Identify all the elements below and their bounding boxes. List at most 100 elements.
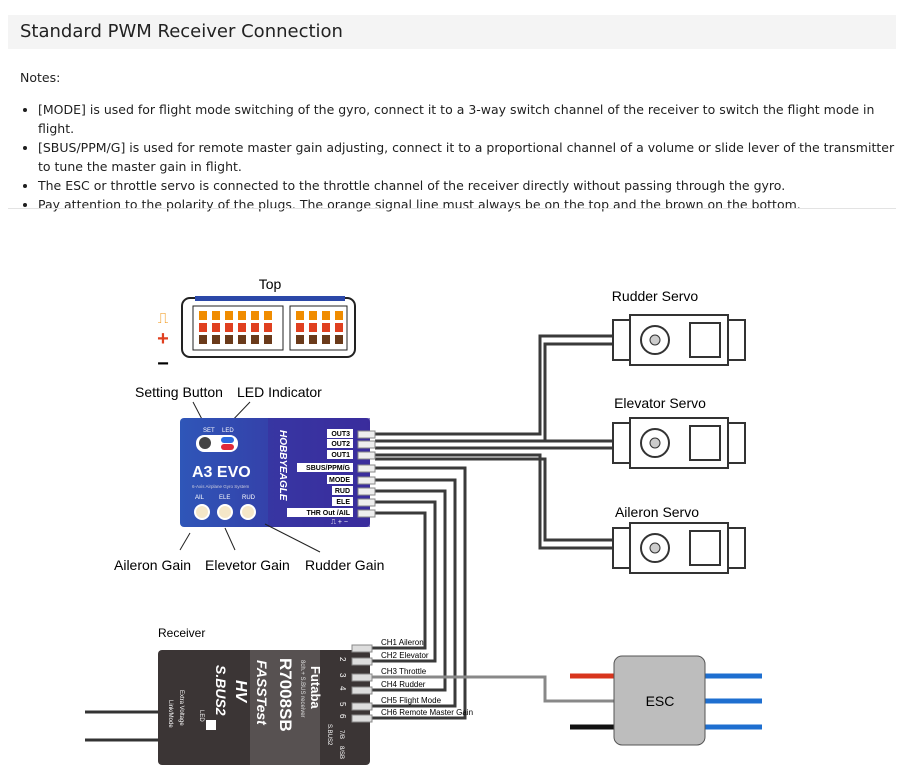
- port-plug: [357, 476, 376, 485]
- esc-label: ESC: [646, 693, 675, 709]
- esc-unit: ESC: [570, 655, 762, 746]
- pin-legend: ⎍ + −: [331, 519, 348, 526]
- channel-label: CH2 Elevator: [381, 651, 429, 660]
- channel-number: 5: [338, 702, 347, 707]
- port-label-bg: [332, 497, 353, 506]
- port-plug: [357, 451, 376, 460]
- brand-label: HOBBYEAGLE: [277, 430, 288, 501]
- elevator-servo-label: Elevator Servo: [614, 395, 706, 411]
- port-label-bg: [297, 463, 353, 472]
- connector-pin: [238, 311, 246, 320]
- gyro-port-label: ELE: [336, 499, 350, 506]
- section-header: Standard PWM Receiver Connection: [8, 15, 896, 49]
- gyro-subtitle: 6-Axis Airplane Gyro System: [192, 484, 250, 489]
- connector-pin: [309, 335, 317, 344]
- port-label-bg: [327, 450, 353, 459]
- channel-number: 4: [338, 686, 347, 691]
- plus-symbol: +: [157, 328, 169, 350]
- knob-label: RUD: [242, 495, 256, 501]
- servo-aileron: [612, 522, 746, 574]
- note-item: [SBUS/PPM/G] is used for remote master g…: [38, 138, 898, 176]
- connector-pin: [238, 335, 246, 344]
- connector-pin: [238, 323, 246, 332]
- connector-pin: [212, 311, 220, 320]
- set-label: SET: [203, 428, 215, 434]
- connector-pin: [199, 335, 207, 344]
- connector-pin: [296, 311, 304, 320]
- knob-label: ELE: [219, 495, 230, 501]
- connector-pin: [335, 311, 343, 320]
- connector-pin: [251, 335, 259, 344]
- divider: [8, 208, 896, 209]
- setting-button-label: Setting Button: [135, 384, 223, 400]
- receiver-model: R7008SB: [276, 658, 295, 732]
- gyro-unit: SET LED A3 EVO 6-Axis Airplane Gyro Syst…: [180, 418, 376, 527]
- port-plug: [357, 464, 376, 473]
- connector-pin: [212, 335, 220, 344]
- connector-pin: [199, 323, 207, 332]
- connector-pin: [251, 323, 259, 332]
- servo-rudder: [612, 314, 746, 366]
- gyro-port-label: OUT3: [331, 431, 350, 438]
- hv-text: HV: [232, 680, 249, 704]
- rudder-gain-label: Rudder Gain: [305, 557, 384, 573]
- channel-label: CH1 Aileron: [381, 638, 424, 647]
- connector-pin: [225, 335, 233, 344]
- port-plug: [357, 430, 376, 439]
- connector-top-view: [181, 296, 356, 358]
- futaba-logo: Futaba: [308, 666, 323, 709]
- port-plug: [357, 498, 376, 507]
- link-mode-text: Link/Mode: [167, 700, 173, 728]
- connector-pin: [322, 311, 330, 320]
- sbus2-text: S.BUS2: [213, 665, 229, 716]
- port-label-bg: [327, 475, 353, 484]
- led-indicator-label: LED Indicator: [237, 384, 322, 400]
- port-plug: [357, 487, 376, 496]
- gyro-port-label: OUT1: [331, 452, 350, 459]
- top-label: Top: [259, 276, 282, 292]
- port-plug: [357, 509, 376, 518]
- channel-number: 6: [338, 714, 347, 719]
- connector-pin: [309, 323, 317, 332]
- channel-label: CH5 Flight Mode: [381, 696, 442, 705]
- gyro-port-label: OUT2: [331, 441, 350, 448]
- notes-list: [MODE] is used for flight mode switching…: [20, 100, 898, 214]
- fasst-logo: FASSTest: [254, 660, 270, 726]
- elevator-gain-knob[interactable]: [217, 504, 233, 520]
- receiver-plug: [351, 644, 373, 653]
- note-item: The ESC or throttle servo is connected t…: [38, 176, 898, 195]
- section-title: Standard PWM Receiver Connection: [20, 21, 343, 42]
- connector-pin: [225, 323, 233, 332]
- rudder-servo-label: Rudder Servo: [612, 288, 699, 304]
- led-label: LED: [222, 428, 234, 434]
- extra-voltage-text: Extra Voltage: [178, 690, 184, 726]
- connector-pin: [225, 311, 233, 320]
- connector-pin: [199, 311, 207, 320]
- channel-number: 1: [338, 644, 347, 649]
- connector-pin: [264, 323, 272, 332]
- gyro-port-label: MODE: [329, 477, 350, 484]
- led-text: LED: [198, 710, 204, 722]
- receiver-plug: [351, 714, 373, 723]
- connector-pin: [251, 311, 259, 320]
- knob-label: AIL: [195, 495, 205, 501]
- connector-pin: [322, 323, 330, 332]
- servo-elevator: [612, 417, 746, 469]
- rudder-gain-knob[interactable]: [240, 504, 256, 520]
- port-label-bg: [332, 486, 353, 495]
- port-label-bg: [287, 508, 353, 517]
- servo-wires: [375, 334, 615, 550]
- connector-pin: [264, 335, 272, 344]
- notes-label: Notes:: [20, 70, 61, 85]
- channel-number: 2: [338, 657, 347, 662]
- gyro-port-label: RUD: [335, 488, 350, 495]
- gyro-port-label: THR Out /AIL: [306, 510, 350, 517]
- connector-pin: [322, 335, 330, 344]
- port-label-bg: [327, 429, 353, 438]
- connector-pin: [296, 335, 304, 344]
- channel-label: CH4 Rudder: [381, 680, 426, 689]
- note-item: [MODE] is used for flight mode switching…: [38, 100, 898, 138]
- aileron-gain-knob[interactable]: [194, 504, 210, 520]
- port-plug: [357, 440, 376, 449]
